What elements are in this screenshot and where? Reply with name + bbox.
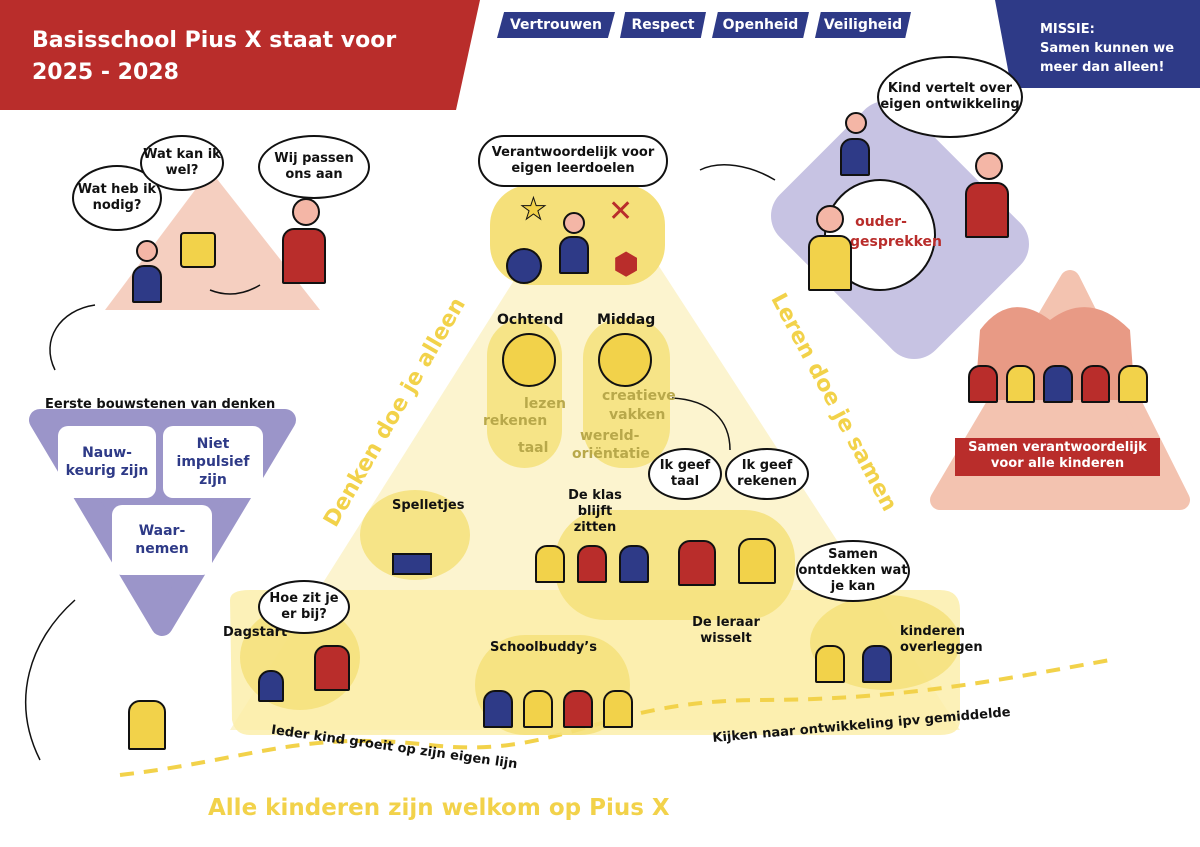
class-label: De klas blijft zitten: [568, 488, 622, 535]
parent-figure: [816, 205, 844, 233]
child-body: [559, 236, 589, 274]
hexagon-icon: ⬢: [613, 247, 640, 282]
children-group: [968, 365, 1148, 417]
afternoon-label: Middag: [597, 312, 656, 328]
subject-label: taal: [518, 440, 549, 456]
speech-bubble: Samen ontdekken wat je kan: [796, 540, 910, 602]
thinking-box: Niet impulsief zijn: [163, 426, 263, 498]
subject-label: oriëntatie: [572, 446, 650, 462]
clock-icon: [598, 333, 652, 387]
parent-body: [808, 235, 852, 291]
teacher-figure: [975, 152, 1003, 180]
art-tools-icon: ✕: [608, 194, 634, 229]
speech-bubble: Wat kan ik wel?: [140, 135, 224, 191]
mission-line: Samen kunnen we: [1040, 41, 1175, 56]
puzzle-icon: [180, 232, 216, 268]
buddies-label: Schoolbuddy’s: [490, 640, 597, 655]
games-label: Spelletjes: [392, 498, 465, 513]
mission-line: meer dan alleen!: [1040, 60, 1165, 75]
child-figure: [862, 645, 892, 683]
child-body: [132, 265, 162, 303]
header-banner: [0, 0, 480, 110]
clock-icon: [502, 333, 556, 387]
game-board-icon: [392, 553, 432, 575]
thinking-title: Eerste bouwstenen van denken: [45, 397, 276, 412]
child-figure: [563, 212, 585, 234]
thinking-box: Waar-nemen: [112, 505, 212, 575]
star-icon: ★: [520, 192, 548, 228]
children-group: [535, 545, 649, 583]
page-title: Basisschool Pius X staat voor: [32, 28, 397, 53]
page-title-years: 2025 - 2028: [32, 60, 179, 85]
speech-bubble: Hoe zit je er bij?: [258, 580, 350, 634]
child-figure: [258, 670, 284, 702]
speech-bubble: Ik geef taal: [648, 448, 722, 500]
speech-bubble: Kind vertelt over eigen ontwikkeling: [877, 56, 1023, 138]
globe-icon: [506, 248, 542, 284]
teacher-figure: [738, 538, 776, 584]
subject-label: lezen: [524, 396, 566, 412]
teacher-figure: [292, 198, 320, 226]
value-tag: Respect: [620, 12, 706, 38]
teacher-body: [282, 228, 326, 284]
subject-label: creatieve: [602, 388, 676, 404]
mission-label: MISSIE:: [1040, 22, 1095, 37]
value-tag: Openheid: [712, 12, 809, 38]
subject-label: wereld-: [580, 428, 640, 444]
together-label: Samen verantwoordelijk voor alle kindere…: [955, 438, 1160, 476]
teacher-body: [965, 182, 1009, 238]
child-with-backpack: [128, 700, 166, 750]
subject-label: rekenen: [483, 413, 548, 429]
speech-bubble: Verantwoordelijk voor eigen leerdoelen: [478, 135, 668, 187]
dagstart-label: Dagstart: [223, 625, 288, 640]
value-tag: Veiligheid: [815, 12, 911, 38]
child-body: [840, 138, 870, 176]
discover-label: kinderen overleggen: [900, 624, 983, 655]
teacher-label: De leraar wisselt: [692, 615, 760, 646]
footer-slogan: Alle kinderen zijn welkom op Pius X: [208, 795, 670, 821]
speech-bubble: Wij passen ons aan: [258, 135, 370, 199]
children-group: [483, 690, 633, 728]
thinking-box: Nauw-keurig zijn: [58, 426, 156, 498]
child-figure: [815, 645, 845, 683]
subject-label: vakken: [609, 407, 666, 423]
morning-label: Ochtend: [497, 312, 564, 328]
value-tag: Vertrouwen: [497, 12, 615, 38]
child-figure: [136, 240, 158, 262]
speech-bubble: Ik geef rekenen: [725, 448, 809, 500]
parents-label: ouder-gesprekken: [850, 214, 942, 250]
mission-box: [995, 0, 1200, 88]
teacher-figure: [678, 540, 716, 586]
teacher-figure: [314, 645, 350, 691]
child-figure: [845, 112, 867, 134]
